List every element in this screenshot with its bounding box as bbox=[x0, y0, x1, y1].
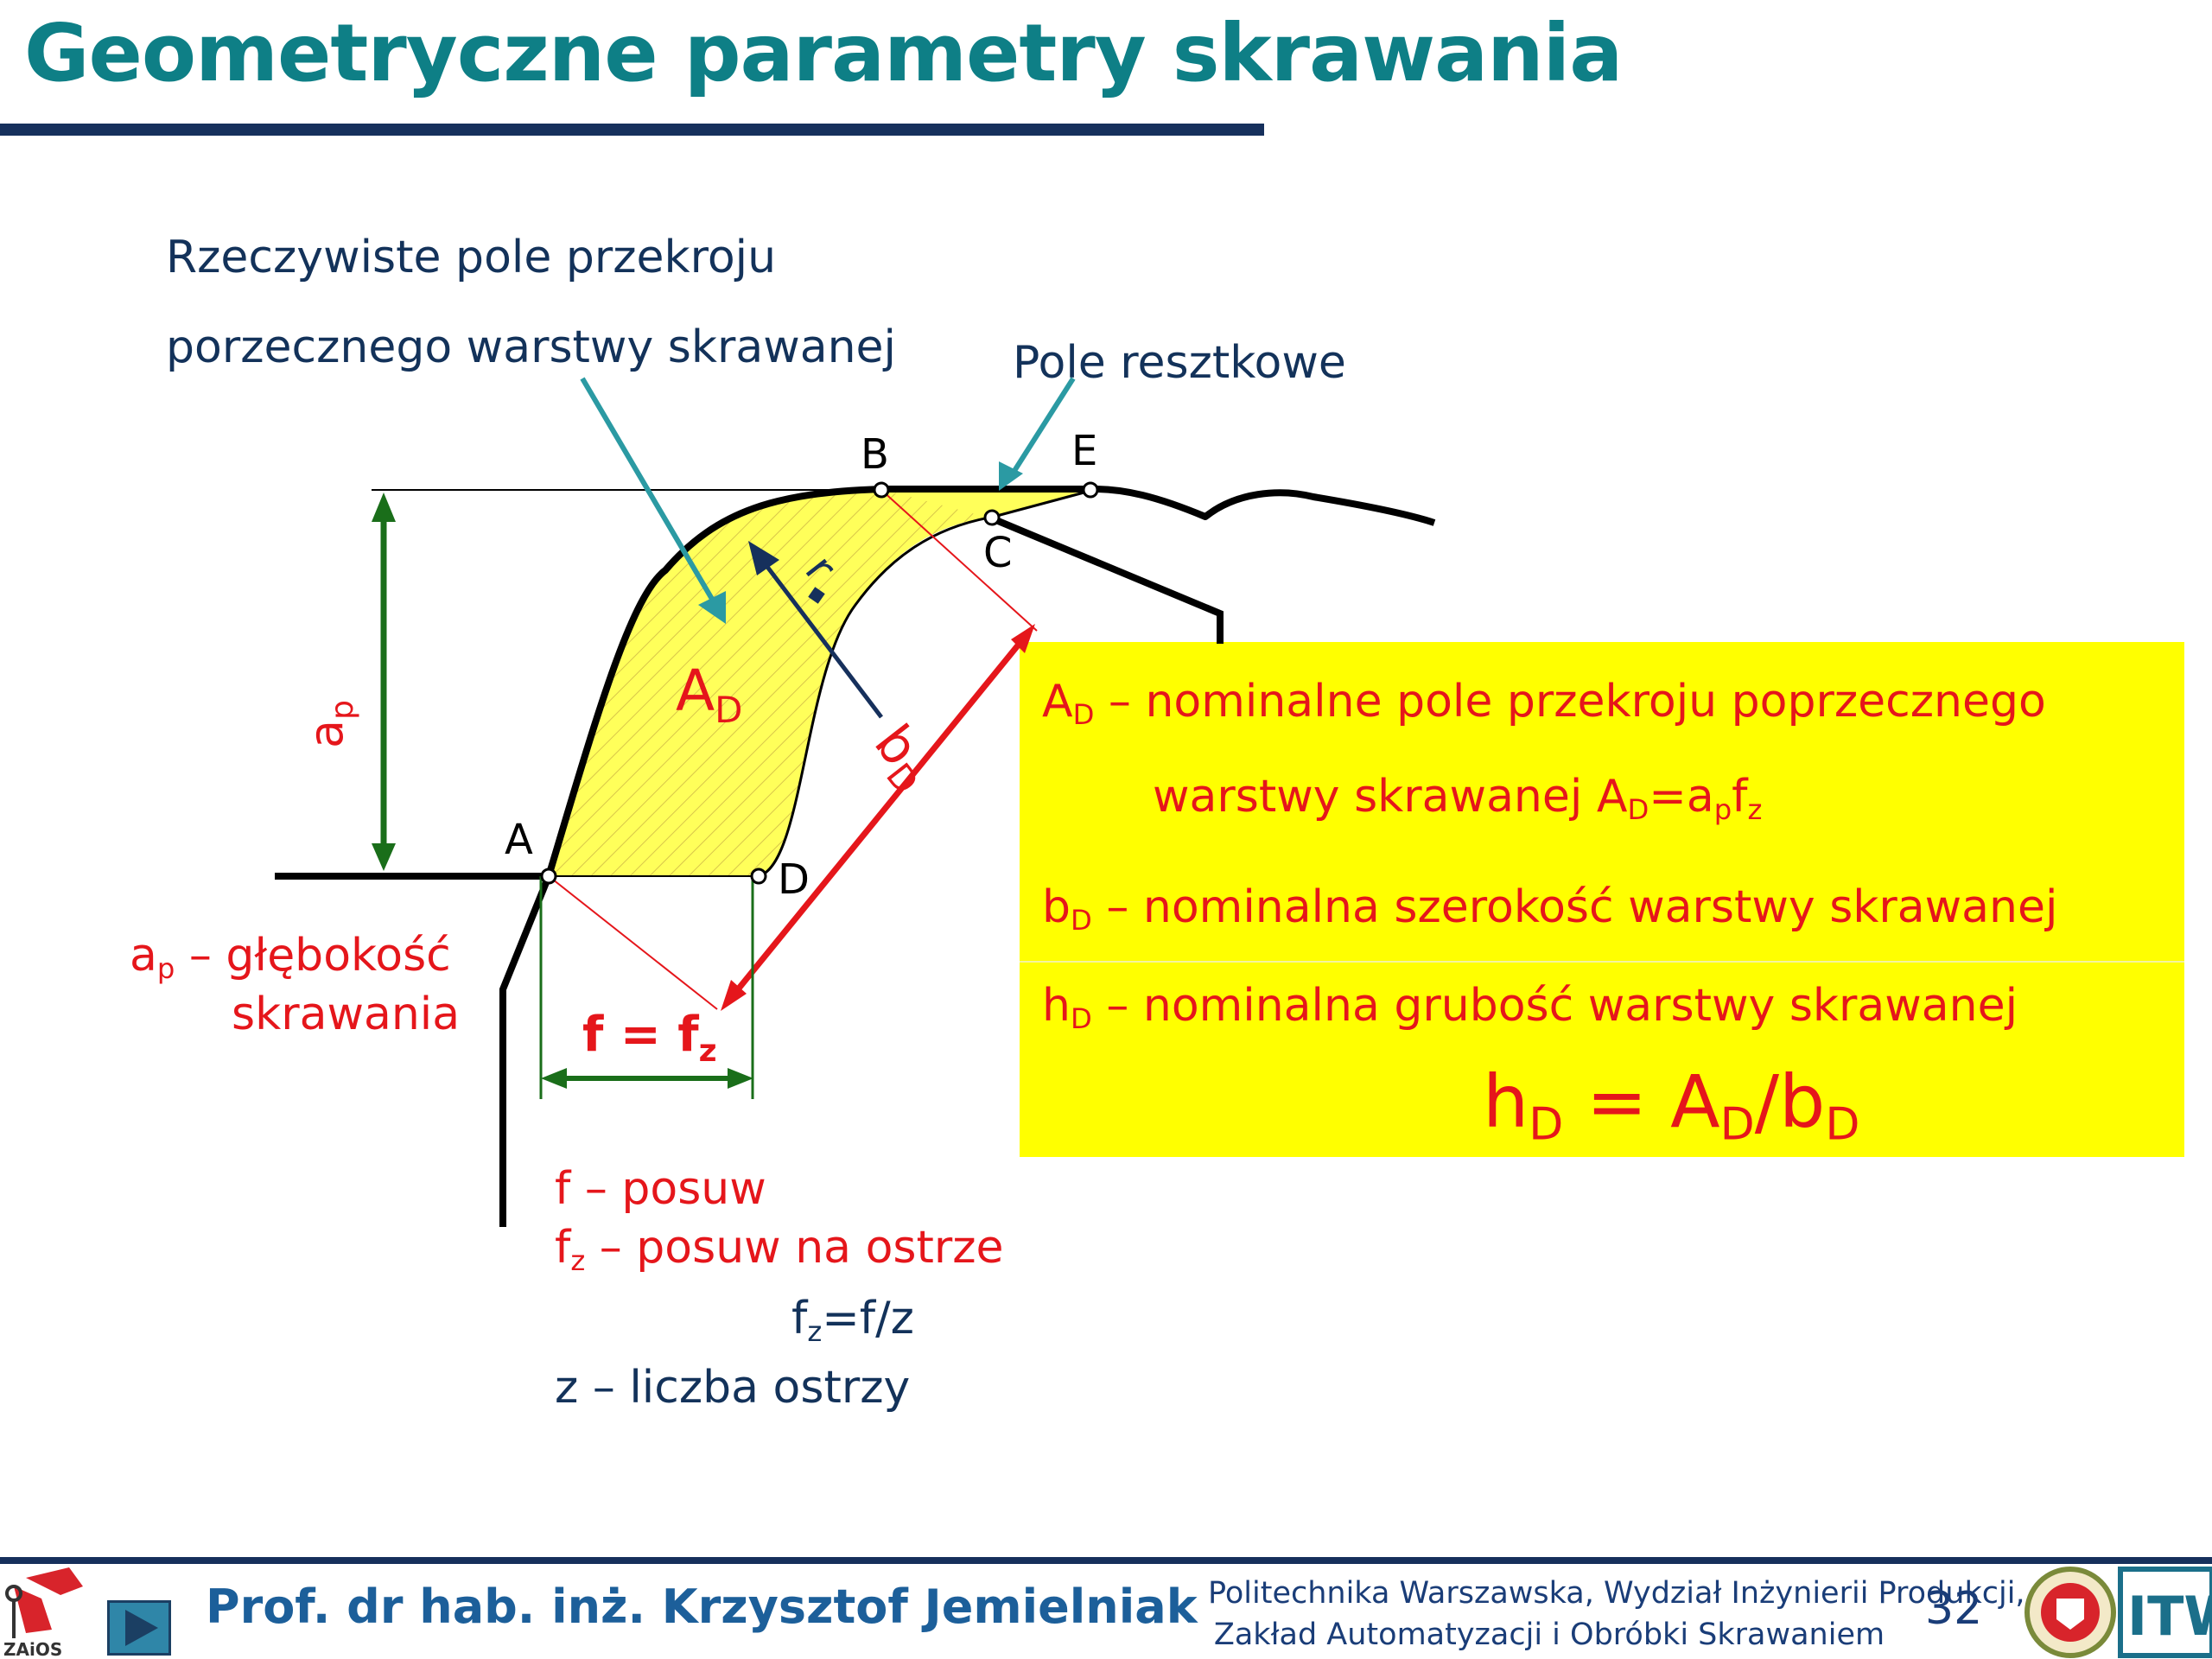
point-a-label: A bbox=[505, 816, 533, 864]
ap-definition-line2: skrawania bbox=[232, 988, 461, 1040]
tooth-count-definition: z – liczba ostrzy bbox=[555, 1362, 911, 1414]
point-c-label: C bbox=[983, 529, 1013, 577]
svg-text:ITW: ITW bbox=[2127, 1585, 2212, 1648]
university-logos: ITW bbox=[2024, 1567, 2212, 1658]
feed-definition: f – posuw bbox=[555, 1163, 766, 1215]
feed-per-tooth-formula: fz=f/z bbox=[791, 1293, 914, 1349]
area-callout-line1: Rzeczywiste pole przekroju bbox=[166, 232, 777, 283]
footer-institution-line2: Zakład Automatyzacji i Obróbki Skrawanie… bbox=[1213, 1618, 1885, 1652]
ad-definition-line2: warstwy skrawanej AD=apfz bbox=[1153, 771, 1763, 827]
ap-definition: ap – głębokość bbox=[130, 930, 451, 986]
area-callout-arrow bbox=[580, 377, 718, 607]
corner-radius-arrow bbox=[760, 558, 883, 719]
footer-author: Prof. dr hab. inż. Krzysztof Jemielniak bbox=[206, 1580, 1198, 1634]
ad-definition: AD – nominalne pole przekroju poprzeczne… bbox=[1042, 676, 2046, 732]
bd-label: bD bbox=[858, 714, 947, 802]
tool-rake-face bbox=[990, 515, 1224, 644]
play-icon bbox=[125, 1610, 158, 1646]
footer-institution: Politechnika Warszawska, Wydział Inżynie… bbox=[1208, 1573, 2025, 1656]
residual-area-callout: Pole resztkowe bbox=[1013, 337, 1346, 389]
zaios-logo: ZAiOS bbox=[3, 1567, 83, 1659]
title-underline bbox=[0, 124, 1264, 136]
point-d bbox=[750, 868, 767, 885]
ap-label: ap bbox=[299, 700, 360, 748]
play-button[interactable] bbox=[107, 1600, 171, 1656]
point-a bbox=[540, 868, 557, 885]
point-b-label: B bbox=[861, 430, 889, 479]
ad-label: AD bbox=[676, 658, 743, 731]
point-e-label: E bbox=[1071, 427, 1097, 475]
footer-institution-line1: Politechnika Warszawska, Wydział Inżynie… bbox=[1208, 1576, 2025, 1611]
bd-definition: bD – nominalna szerokość warstwy skrawan… bbox=[1042, 881, 2058, 938]
point-e bbox=[1082, 481, 1099, 499]
page-title: Geometryczne parametry skrawania bbox=[24, 7, 1623, 99]
hd-definition: hD – nominalna grubość warstwy skrawanej bbox=[1042, 980, 2018, 1036]
point-c bbox=[983, 509, 1001, 526]
footer-rule bbox=[0, 1557, 2212, 1564]
feed-per-tooth-definition: fz – posuw na ostrze bbox=[555, 1222, 1004, 1278]
bd-dimension-arrow bbox=[732, 639, 1024, 996]
svg-text:ZAiOS: ZAiOS bbox=[3, 1639, 62, 1659]
residual-callout-arrow bbox=[1010, 377, 1076, 475]
page-number: 32 bbox=[1925, 1583, 1983, 1635]
point-b bbox=[873, 481, 890, 499]
feed-label: f = fz bbox=[582, 1007, 717, 1069]
workpiece-contour bbox=[275, 485, 1436, 880]
point-d-label: D bbox=[778, 855, 810, 904]
residual-area bbox=[881, 489, 1090, 518]
definitions-box bbox=[1020, 642, 2184, 1157]
area-callout-line2: porzecznego warstwy skrawanej bbox=[166, 321, 896, 373]
hd-formula: hD = AD/bD bbox=[1483, 1059, 1860, 1151]
definitions-divider bbox=[1020, 961, 2184, 963]
previous-edge-curve bbox=[758, 489, 1091, 878]
cut-area-ad bbox=[549, 489, 992, 876]
tool-contour bbox=[499, 874, 552, 1227]
